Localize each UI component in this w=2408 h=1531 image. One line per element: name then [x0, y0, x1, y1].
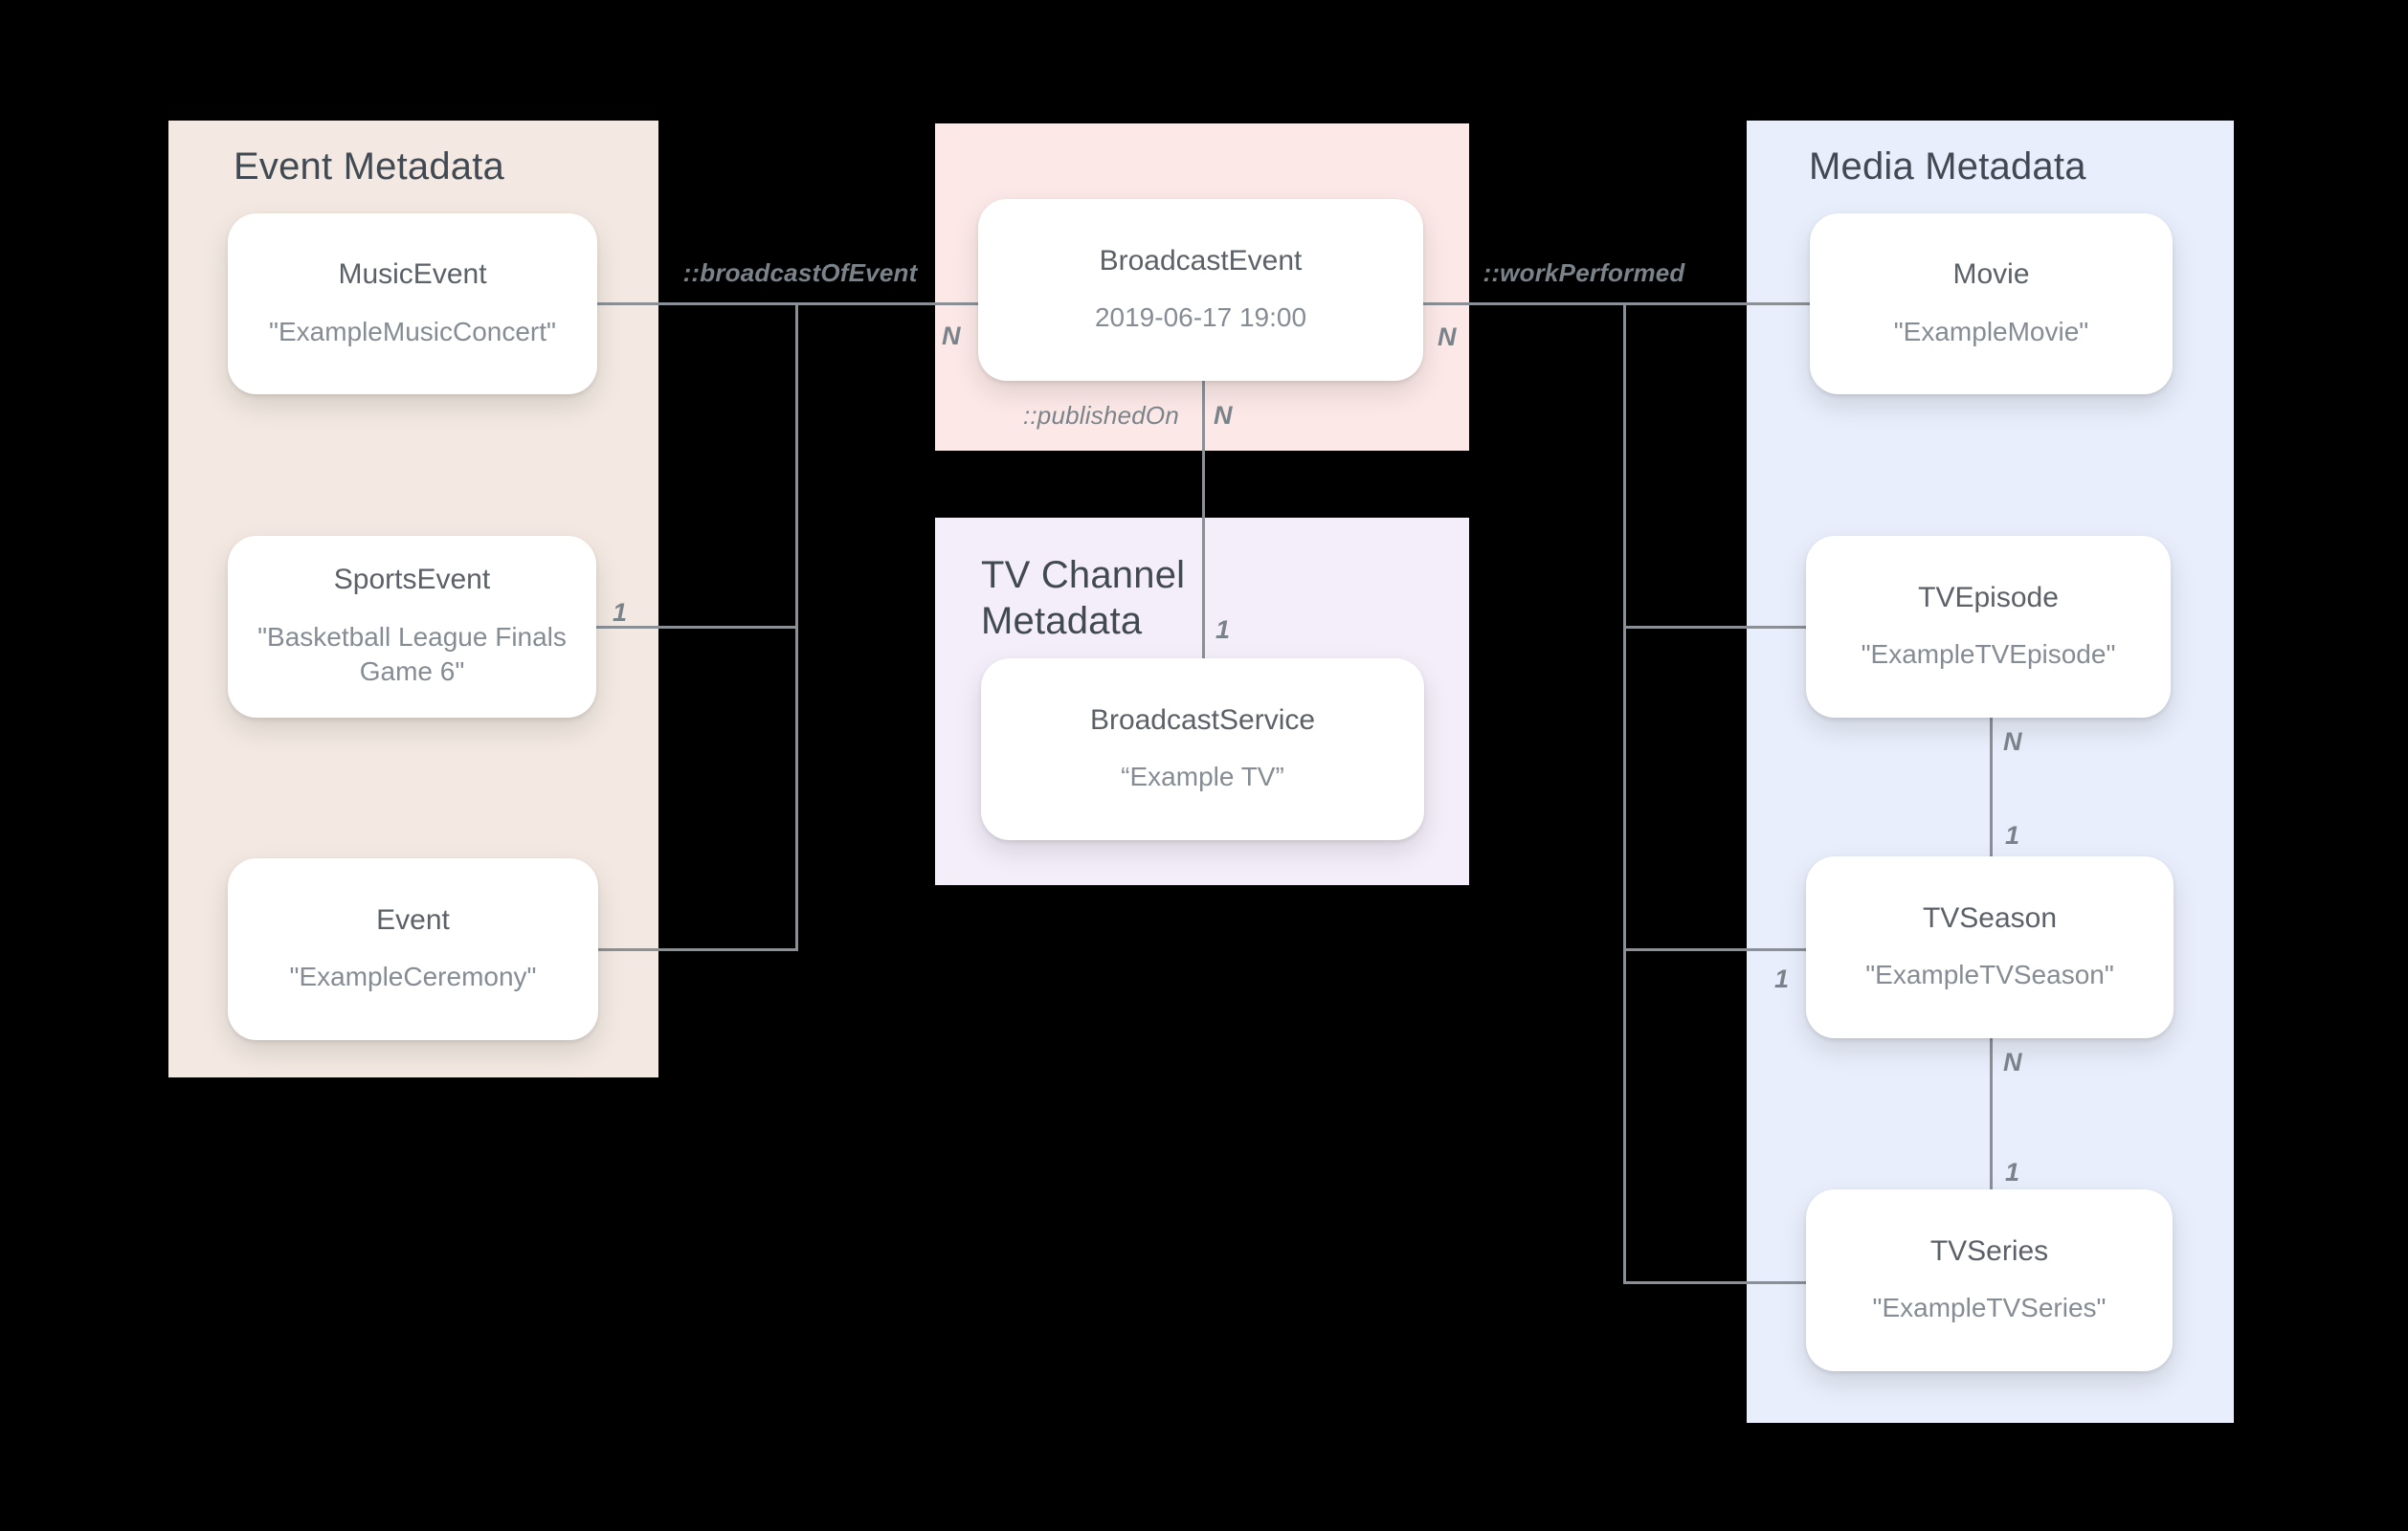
music-event-card-title: MusicEvent	[338, 258, 487, 291]
broadcast-event-card-title: BroadcastEvent	[1099, 244, 1303, 277]
connector-event-trunk-vertical	[795, 302, 798, 951]
music-event-card-value: "ExampleMusicConcert"	[269, 316, 556, 346]
tv-series-card-value: "ExampleTVSeries"	[1872, 1293, 2107, 1323]
broadcast-event-card-value: 2019-06-17 19:00	[1094, 302, 1307, 333]
sports-event-card: SportsEvent "Basketball League Finals Ga…	[228, 536, 596, 718]
connector-publishedon-vertical	[1202, 381, 1205, 658]
relation-label-publishedon: ::publishedOn	[1022, 401, 1179, 430]
tv-episode-card: TVEpisode "ExampleTVEpisode"	[1806, 536, 2171, 718]
broadcast-service-card-title: BroadcastService	[1089, 703, 1316, 736]
connector-tvepisode-branch	[1623, 626, 1806, 629]
sports-event-card-value: "Basketball League Finals Game 6"	[257, 621, 567, 687]
tv-series-card-title: TVSeries	[1929, 1234, 2049, 1267]
broadcast-service-card: BroadcastService “Example TV”	[981, 658, 1424, 840]
connector-episode-season-vertical	[1990, 718, 1993, 856]
cardinality-one-broadcastservice: 1	[1215, 615, 1231, 644]
cardinality-one-tvseason-branch: 1	[1774, 965, 1790, 993]
broadcast-event-card: BroadcastEvent 2019-06-17 19:00	[978, 199, 1423, 381]
connector-sportsevent-branch	[596, 626, 795, 629]
connector-media-trunk-vertical	[1623, 302, 1626, 1284]
connector-tvseries-branch	[1623, 1281, 1806, 1284]
tv-channel-metadata-panel-title: TV Channel Metadata	[981, 554, 1186, 642]
cardinality-one-season-series: 1	[2005, 1158, 2020, 1187]
cardinality-n-broadcastevent-left: N	[942, 322, 961, 350]
event-card: Event "ExampleCeremony"	[228, 858, 598, 1040]
tv-series-card: TVSeries "ExampleTVSeries"	[1806, 1189, 2173, 1371]
tv-season-card-value: "ExampleTVSeason"	[1865, 960, 2114, 990]
relation-label-workperformed: ::workPerformed	[1483, 258, 1685, 287]
cardinality-one-episode-season: 1	[2005, 821, 2020, 850]
event-card-value: "ExampleCeremony"	[289, 962, 537, 992]
relation-label-broadcastofevent: ::broadcastOfEvent	[682, 258, 918, 287]
tv-season-card: TVSeason "ExampleTVSeason"	[1806, 856, 2174, 1038]
tv-season-card-title: TVSeason	[1922, 901, 2058, 934]
broadcast-service-card-value: “Example TV”	[1121, 762, 1284, 792]
movie-card-title: Movie	[1952, 258, 2030, 291]
cardinality-one-sportsevent: 1	[613, 598, 628, 627]
cardinality-n-season-series: N	[2003, 1048, 2022, 1076]
media-metadata-panel-title: Media Metadata	[1809, 145, 2086, 188]
movie-card: Movie "ExampleMovie"	[1810, 213, 2173, 394]
music-event-card: MusicEvent "ExampleMusicConcert"	[228, 213, 597, 394]
tv-episode-card-title: TVEpisode	[1918, 581, 2059, 613]
connector-season-series-vertical	[1990, 1038, 1993, 1189]
connector-event-branch	[598, 948, 795, 951]
event-metadata-panel-title: Event Metadata	[234, 145, 504, 188]
cardinality-n-broadcastevent-right: N	[1438, 322, 1457, 351]
cardinality-n-episode-season: N	[2003, 727, 2022, 756]
connector-tvseason-branch	[1623, 948, 1806, 951]
sports-event-card-title: SportsEvent	[333, 564, 491, 596]
movie-card-value: "ExampleMovie"	[1893, 316, 2089, 346]
tv-episode-card-value: "ExampleTVEpisode"	[1861, 639, 2116, 670]
cardinality-n-publishedon: N	[1214, 401, 1233, 430]
event-card-title: Event	[376, 903, 450, 936]
